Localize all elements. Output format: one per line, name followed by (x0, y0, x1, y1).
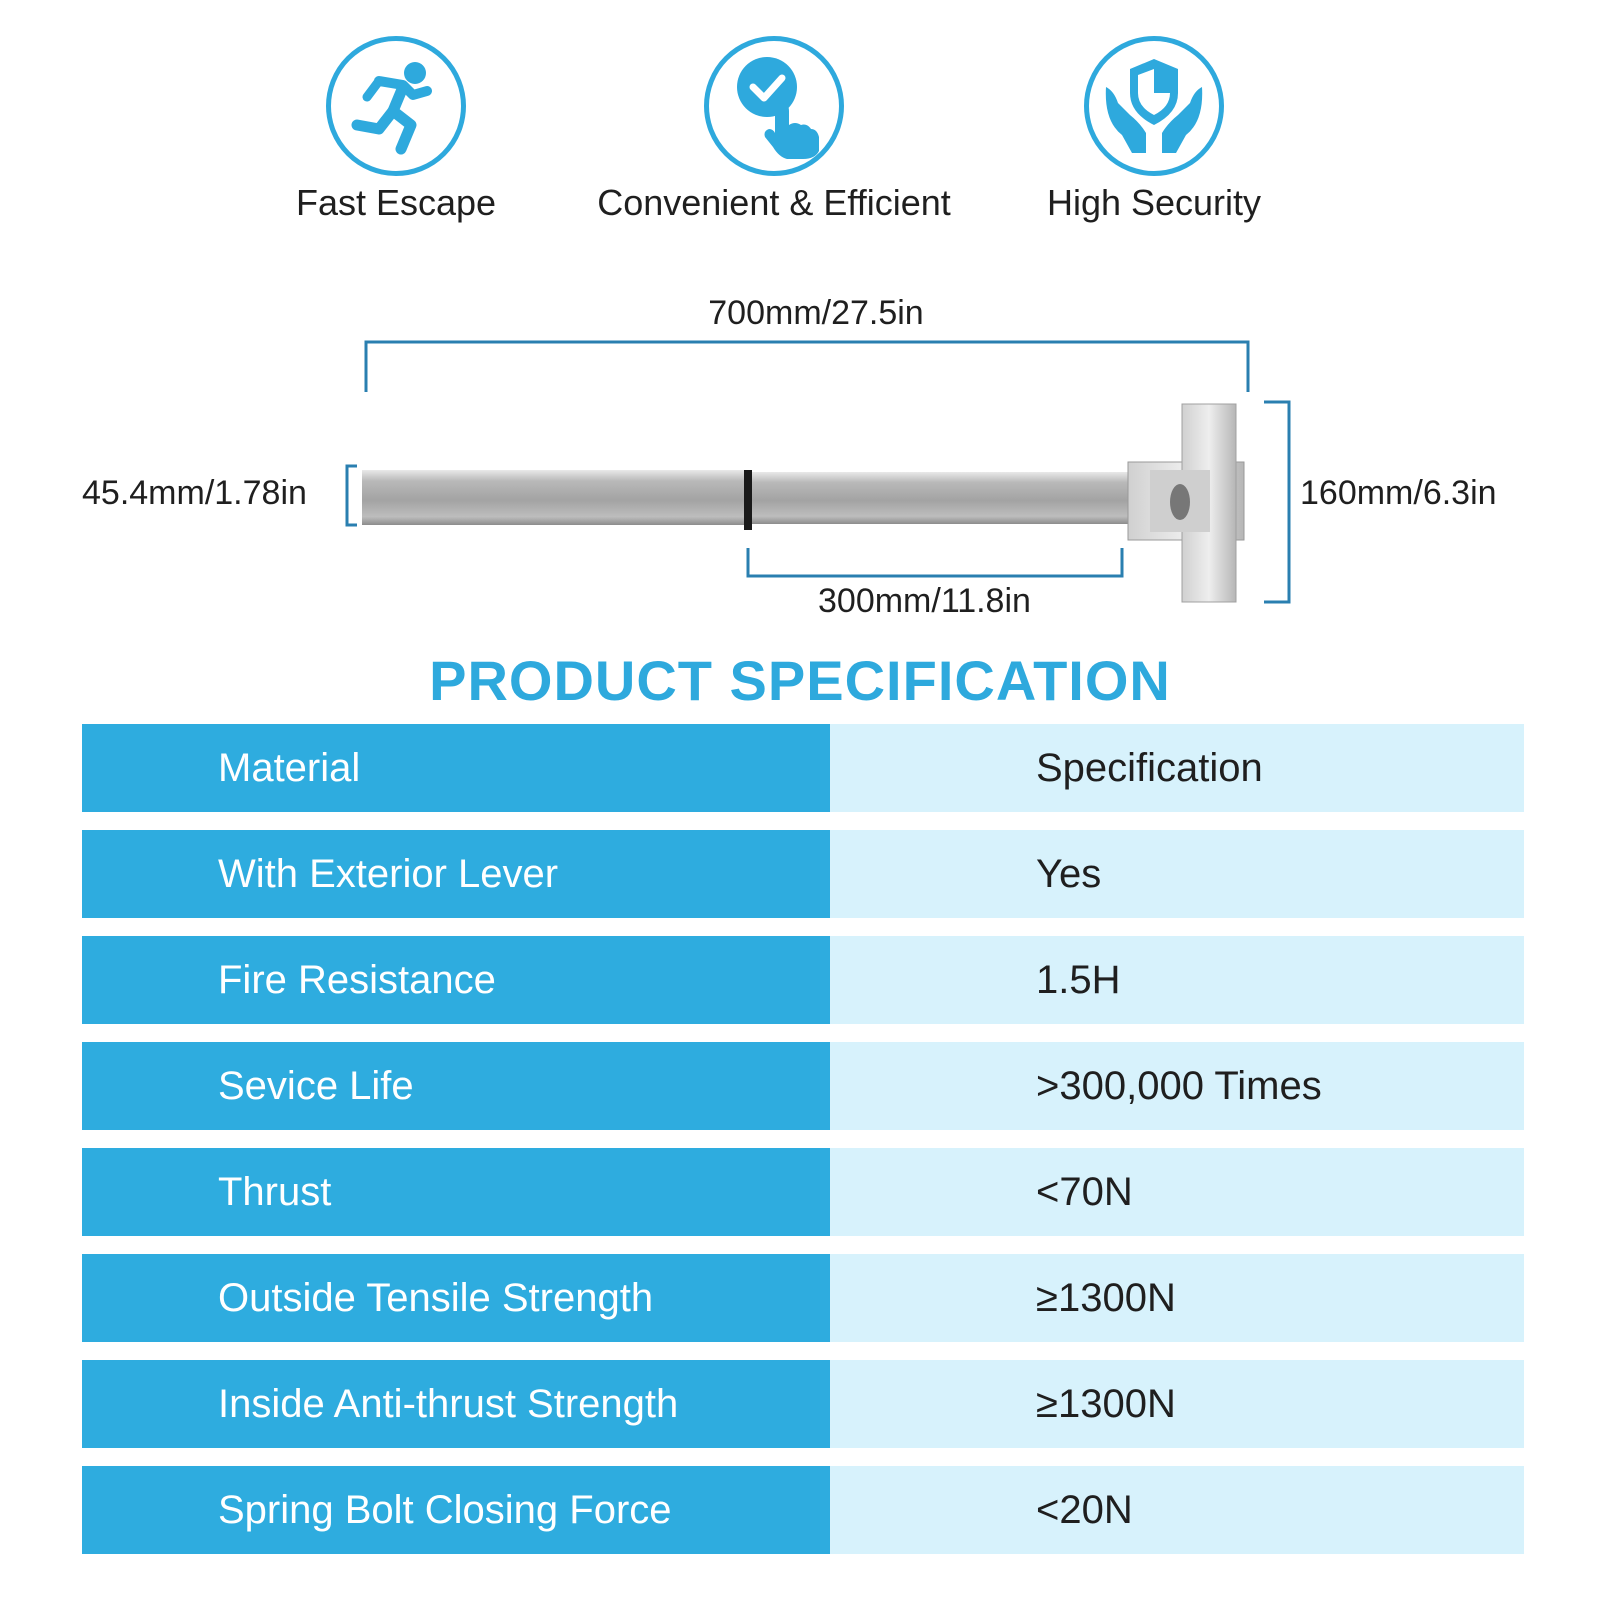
feature-label: High Security (1046, 182, 1262, 223)
spec-value: 1.5H (830, 936, 1524, 1024)
head-height-label: 160mm/6.3in (1300, 474, 1497, 512)
spec-value: >300,000 Times (830, 1042, 1524, 1130)
spec-value: <70N (830, 1148, 1524, 1236)
spec-row: Outside Tensile Strength ≥1300N (82, 1254, 1524, 1342)
spec-key: Inside Anti-thrust Strength (82, 1360, 830, 1448)
feature-high-security: High Security (944, 36, 1364, 224)
spec-row: With Exterior Lever Yes (82, 830, 1524, 918)
feature-fast-escape: Fast Escape (186, 36, 606, 224)
spec-value: ≥1300N (830, 1360, 1524, 1448)
spec-key: Sevice Life (82, 1042, 830, 1130)
spec-key: Thrust (82, 1148, 830, 1236)
spec-key: Material (82, 724, 830, 812)
check-touch-icon (704, 36, 844, 176)
push-pad-length-label: 300mm/11.8in (818, 582, 1031, 620)
feature-section: Fast Escape Convenient & Efficient High … (0, 0, 1600, 250)
spec-value: ≥1300N (830, 1254, 1524, 1342)
spec-row: Thrust <70N (82, 1148, 1524, 1236)
spec-key: Spring Bolt Closing Force (82, 1466, 830, 1554)
shield-hands-icon (1084, 36, 1224, 176)
spec-table: Material Specification With Exterior Lev… (82, 724, 1524, 1572)
spec-row: Spring Bolt Closing Force <20N (82, 1466, 1524, 1554)
total-length-label: 700mm/27.5in (708, 294, 924, 332)
spec-value: <20N (830, 1466, 1524, 1554)
spec-value: Yes (830, 830, 1524, 918)
spec-value: Specification (830, 724, 1524, 812)
feature-label: Fast Escape (295, 182, 497, 223)
running-person-icon (326, 36, 466, 176)
spec-row: Sevice Life >300,000 Times (82, 1042, 1524, 1130)
panic-bar-image (345, 340, 1291, 604)
product-dimension-diagram: 700mm/27.5in 45.4mm/1.78in 300mm/11.8in … (0, 280, 1600, 620)
spec-key: With Exterior Lever (82, 830, 830, 918)
feature-label: Convenient & Efficient (597, 182, 951, 223)
spec-row: Inside Anti-thrust Strength ≥1300N (82, 1360, 1524, 1448)
spec-row: Material Specification (82, 724, 1524, 812)
spec-key: Fire Resistance (82, 936, 830, 1024)
bar-height-label: 45.4mm/1.78in (82, 474, 307, 512)
spec-title: PRODUCT SPECIFICATION (429, 649, 1171, 712)
spec-key: Outside Tensile Strength (82, 1254, 830, 1342)
feature-convenient: Convenient & Efficient (564, 36, 984, 224)
spec-row: Fire Resistance 1.5H (82, 936, 1524, 1024)
